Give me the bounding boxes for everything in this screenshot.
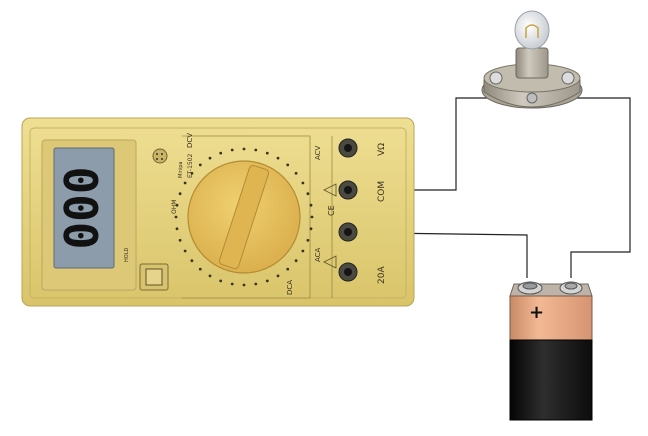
socket-pin bbox=[156, 158, 158, 160]
rotary-selector-pointer bbox=[218, 164, 270, 270]
bulb-filament bbox=[525, 24, 539, 38]
lamp-terminal-left bbox=[489, 71, 503, 85]
dial-tick-dot bbox=[242, 147, 246, 151]
battery-plus-sign: + bbox=[529, 302, 544, 323]
ce-mark: CE bbox=[327, 205, 336, 216]
dial-tick-dot bbox=[178, 238, 182, 242]
dial-ticks bbox=[174, 147, 314, 287]
dca-label: DCA bbox=[286, 280, 294, 295]
transistor-socket bbox=[152, 148, 168, 164]
socket-pin bbox=[161, 158, 163, 160]
battery-terminal-positive bbox=[559, 281, 583, 295]
lamp-terminal-front bbox=[526, 92, 538, 104]
dial-tick-dot bbox=[219, 279, 223, 283]
lamp-terminal-right bbox=[561, 71, 575, 85]
wire-battery-to-ma-jack bbox=[379, 232, 528, 278]
dial-tick-dot bbox=[309, 203, 313, 207]
dial-tick-dot bbox=[310, 215, 314, 219]
dial-tick-dot bbox=[294, 259, 298, 263]
dial-tick-dot bbox=[306, 238, 310, 242]
dial-tick-dot bbox=[309, 227, 313, 231]
dial-tick-dot bbox=[183, 249, 187, 253]
dial-tick-dot bbox=[294, 171, 298, 175]
dial-tick-dot bbox=[265, 151, 269, 155]
dial-tick-dot bbox=[190, 171, 194, 175]
hold-label: HOLD bbox=[124, 248, 130, 262]
dial-tick-dot bbox=[254, 282, 258, 286]
dial-tick-dot bbox=[276, 274, 280, 278]
lamp-socket bbox=[515, 47, 549, 79]
dial-tick-dot bbox=[208, 156, 212, 160]
dial-tick-dot bbox=[242, 283, 246, 287]
dial-tick-dot bbox=[190, 259, 194, 263]
dial-tick-dot bbox=[254, 148, 258, 152]
dial-tick-dot bbox=[208, 274, 212, 278]
multimeter: 000 HOLD OHM ET-1502 Minipa DCV ACV DCA … bbox=[21, 117, 415, 307]
model-label: ET-1502 bbox=[187, 153, 194, 178]
dcv-label: DCV bbox=[186, 133, 194, 148]
socket-pin bbox=[156, 153, 158, 155]
socket-pin bbox=[161, 153, 163, 155]
jack-20a-label: 20A bbox=[377, 266, 387, 284]
battery-bottom-half bbox=[509, 339, 593, 421]
dial-tick-dot bbox=[276, 156, 280, 160]
dial-tick-dot bbox=[174, 215, 178, 219]
jack-vohm-label: VΩ bbox=[377, 143, 387, 156]
lamp bbox=[481, 10, 583, 109]
jack-com[interactable] bbox=[338, 180, 358, 200]
jack-20a[interactable] bbox=[338, 262, 358, 282]
jack-com-label: COM bbox=[377, 181, 387, 202]
dial-tick-dot bbox=[178, 192, 182, 196]
dial-tick-dot bbox=[175, 227, 179, 231]
battery-terminal-negative bbox=[517, 281, 543, 295]
dial-tick-dot bbox=[265, 279, 269, 283]
dial-tick-dot bbox=[230, 282, 234, 286]
dial-tick-dot bbox=[198, 267, 202, 271]
jack-vohm[interactable] bbox=[338, 138, 358, 158]
wire-lamp-to-battery bbox=[570, 97, 631, 278]
battery-9v: + bbox=[509, 281, 593, 421]
dial-tick-dot bbox=[286, 163, 290, 167]
dial-tick-dot bbox=[175, 203, 179, 207]
battery-top-half bbox=[509, 295, 593, 341]
dial-tick-dot bbox=[183, 181, 187, 185]
acv-label: ACV bbox=[314, 145, 322, 160]
lcd-display-value: 000 bbox=[55, 166, 109, 249]
range-sections bbox=[182, 135, 311, 299]
dial-tick-dot bbox=[301, 249, 305, 253]
hold-button-face bbox=[145, 268, 163, 286]
dial-tick-dot bbox=[301, 181, 305, 185]
warning-triangle-icon bbox=[323, 183, 337, 269]
brand-label: Minipa bbox=[178, 162, 184, 179]
dial-tick-dot bbox=[219, 151, 223, 155]
aca-label: ACA bbox=[314, 247, 322, 262]
bulb-glass bbox=[514, 10, 550, 50]
ohm-range-label: OHM bbox=[171, 200, 178, 214]
jack-ma[interactable] bbox=[338, 222, 358, 242]
dial-tick-dot bbox=[306, 192, 310, 196]
dial-tick-dot bbox=[286, 267, 290, 271]
lcd-screen bbox=[53, 147, 115, 269]
dial-tick-dot bbox=[198, 163, 202, 167]
dial-tick-dot bbox=[230, 148, 234, 152]
